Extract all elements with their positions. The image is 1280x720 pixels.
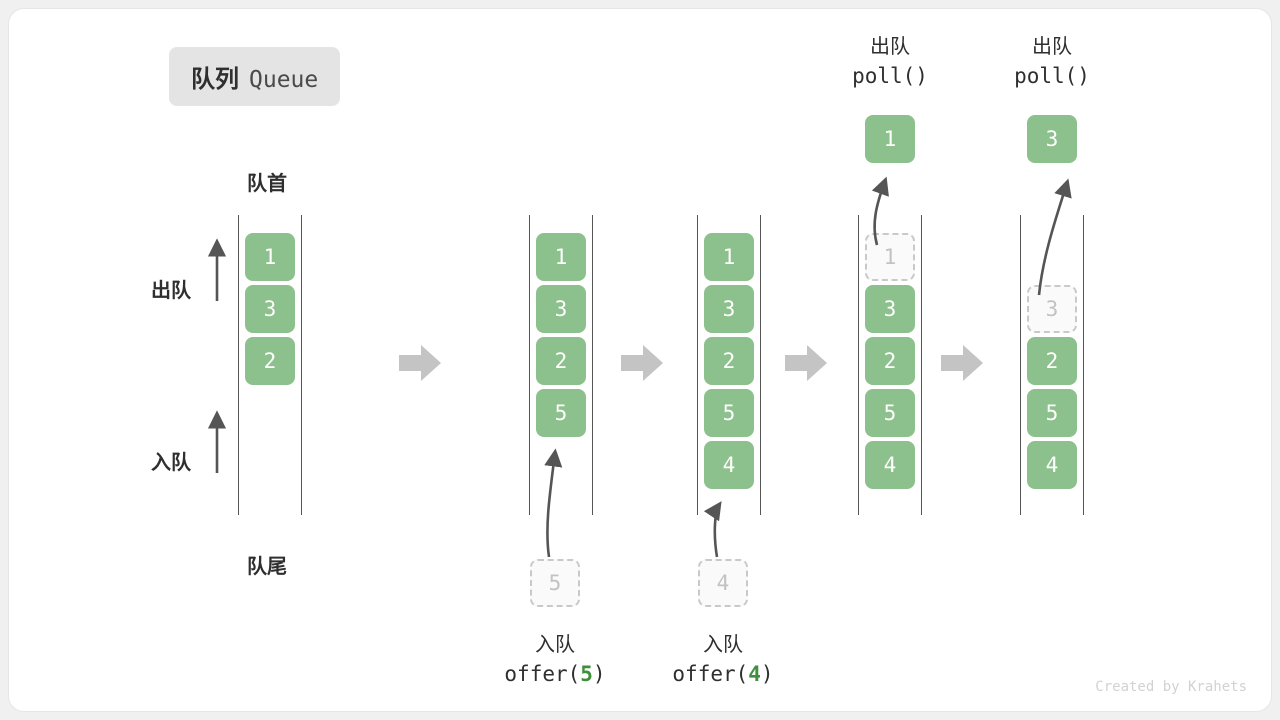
queue-cell: 5 — [536, 389, 586, 437]
step-arrow-icon — [399, 345, 441, 381]
diagram-card: 队列 Queue 队首 队尾 出队 入队 1 3 2 1 3 2 5 5 入队 … — [8, 8, 1272, 712]
queue-cell: 3 — [704, 285, 754, 333]
queue-cell: 4 — [1027, 441, 1077, 489]
queue-rail-right — [592, 215, 593, 515]
queue-cell: 3 — [245, 285, 295, 333]
queue-cell: 2 — [536, 337, 586, 385]
queue-rail-left — [697, 215, 698, 515]
queue-cell-ghost: 3 — [1027, 285, 1077, 333]
queue-column-initial: 1 3 2 — [238, 9, 302, 713]
step-arrow-icon — [785, 345, 827, 381]
ghost-cell-offer-5: 5 — [530, 559, 580, 607]
ghost-cell-offer-4: 4 — [698, 559, 748, 607]
queue-cell: 5 — [1027, 389, 1077, 437]
caption-poll-1: 出队 poll() — [790, 31, 990, 93]
popped-cell-poll-3: 3 — [1027, 115, 1077, 163]
queue-cell: 4 — [865, 441, 915, 489]
caption-poll-3-cn: 出队 — [1032, 34, 1072, 58]
caption-offer-5: 入队 offer(5) — [455, 629, 655, 691]
caption-offer-5-cn: 入队 — [535, 632, 575, 656]
queue-rail-right — [921, 215, 922, 515]
step-arrow-icon — [621, 345, 663, 381]
queue-cell: 3 — [536, 285, 586, 333]
caption-poll-3: 出队 poll() — [952, 31, 1152, 93]
diagram-title-badge: 队列 Queue — [169, 47, 341, 106]
popped-cell-poll-1: 1 — [865, 115, 915, 163]
queue-rear-label: 队尾 — [247, 554, 287, 578]
queue-cell: 1 — [245, 233, 295, 281]
dequeue-direction-label: 出队 — [151, 278, 191, 302]
queue-cell-ghost: 1 — [865, 233, 915, 281]
queue-rail-left — [529, 215, 530, 515]
queue-column-poll-1: 1 3 2 5 4 — [858, 9, 922, 713]
queue-cell: 2 — [245, 337, 295, 385]
queue-front-label: 队首 — [247, 171, 287, 195]
queue-cell: 5 — [704, 389, 754, 437]
queue-cell: 3 — [865, 285, 915, 333]
queue-rail-left — [1020, 215, 1021, 515]
attribution-footer: Created by Krahets — [1095, 679, 1247, 695]
queue-cell: 2 — [865, 337, 915, 385]
caption-poll-3-code: poll() — [1014, 64, 1090, 88]
queue-cell: 5 — [865, 389, 915, 437]
queue-rail-left — [238, 215, 239, 515]
queue-cell: 4 — [704, 441, 754, 489]
caption-poll-1-code: poll() — [852, 64, 928, 88]
queue-column-after-offer-5: 1 3 2 5 — [529, 9, 593, 713]
caption-offer-4: 入队 offer(4) — [623, 629, 823, 691]
enqueue-direction-label: 入队 — [151, 450, 191, 474]
queue-rail-right — [301, 215, 302, 515]
queue-rail-right — [1083, 215, 1084, 515]
caption-offer-4-cn: 入队 — [703, 632, 743, 656]
diagram-stage: 队列 Queue 队首 队尾 出队 入队 1 3 2 1 3 2 5 5 入队 … — [9, 9, 1273, 713]
step-arrow-icon — [941, 345, 983, 381]
diagram-title-en: Queue — [249, 67, 319, 93]
queue-column-poll-3: 3 2 5 4 — [1020, 9, 1084, 713]
diagram-title-cn: 队列 — [191, 65, 239, 93]
queue-rail-right — [760, 215, 761, 515]
queue-cell: 1 — [536, 233, 586, 281]
caption-offer-4-code: offer(4) — [672, 662, 774, 686]
queue-cell: 2 — [704, 337, 754, 385]
queue-column-after-offer-4: 1 3 2 5 4 — [697, 9, 761, 713]
caption-poll-1-cn: 出队 — [870, 34, 910, 58]
queue-cell: 2 — [1027, 337, 1077, 385]
queue-cell: 1 — [704, 233, 754, 281]
queue-rail-left — [858, 215, 859, 515]
caption-offer-5-code: offer(5) — [504, 662, 606, 686]
